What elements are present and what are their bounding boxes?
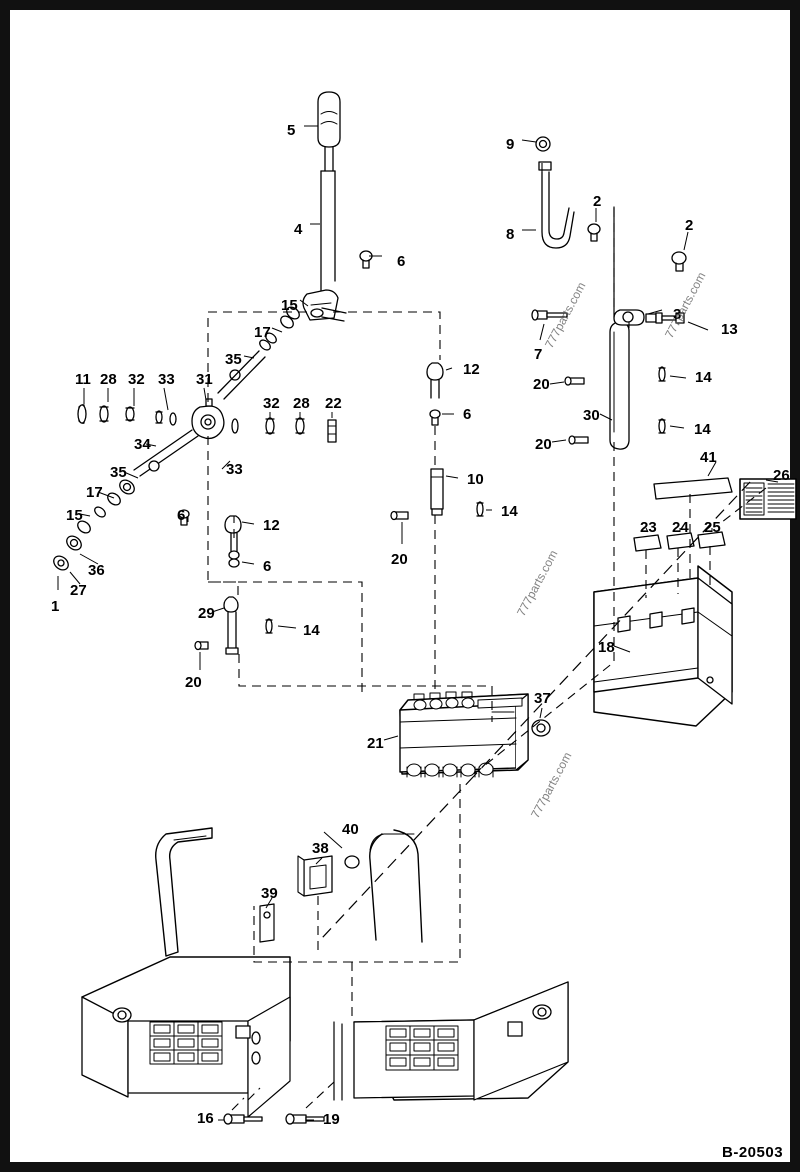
callout-14: 14: [695, 369, 712, 386]
diagram-canvas: 5 9 4 2 2 8 6 15 3 13 17 7 35 12 14 11 2…: [22, 22, 798, 1170]
callout-32b: 32: [263, 395, 280, 412]
callout-31: 31: [196, 371, 213, 388]
callout-15b: 15: [66, 507, 83, 524]
callout-13: 13: [721, 321, 738, 338]
callout-21: 21: [367, 735, 384, 752]
callout-38: 38: [312, 840, 329, 857]
diagram-artwork: [53, 91, 797, 1125]
callout-26: 26: [773, 467, 790, 484]
callout-6b: 6: [463, 406, 472, 423]
callout-36: 36: [88, 562, 105, 579]
callout-16: 16: [197, 1110, 214, 1127]
callout-32: 32: [128, 371, 145, 388]
callout-35: 35: [225, 351, 242, 368]
callout-28: 28: [100, 371, 117, 388]
callout-23: 23: [640, 519, 657, 536]
callout-18: 18: [598, 639, 615, 656]
callout-27: 27: [70, 582, 87, 599]
callout-20d: 20: [185, 674, 202, 691]
callout-17: 17: [254, 324, 271, 341]
callout-25: 25: [704, 519, 721, 536]
callout-12: 12: [463, 361, 480, 378]
drawing-number: B-20503: [722, 1144, 784, 1161]
callout-1: 1: [51, 598, 60, 615]
callout-37: 37: [534, 690, 551, 707]
callout-6: 6: [397, 253, 406, 270]
callout-41: 41: [700, 449, 717, 466]
callout-6d: 6: [263, 558, 272, 575]
callout-10: 10: [467, 471, 484, 488]
callout-40: 40: [342, 821, 359, 838]
callout-33b: 33: [226, 461, 243, 478]
callout-35b: 35: [110, 464, 127, 481]
callout-29: 29: [198, 605, 215, 622]
callout-14b: 14: [694, 421, 711, 438]
callout-2b: 2: [685, 217, 694, 234]
callout-19: 19: [323, 1111, 340, 1128]
callout-33: 33: [158, 371, 175, 388]
callout-6c: 6: [177, 507, 186, 524]
callout-12b: 12: [263, 517, 280, 534]
callout-9: 9: [506, 136, 515, 153]
callout-39: 39: [261, 885, 278, 902]
callout-30: 30: [583, 407, 600, 424]
callout-20c: 20: [391, 551, 408, 568]
callout-3: 3: [673, 306, 682, 323]
callout-20: 20: [533, 376, 550, 393]
callout-17b: 17: [86, 484, 103, 501]
callout-28b: 28: [293, 395, 310, 412]
callout-8: 8: [506, 226, 515, 243]
callout-20b: 20: [535, 436, 552, 453]
callout-22: 22: [325, 395, 342, 412]
callout-7: 7: [534, 346, 543, 363]
callout-14d: 14: [303, 622, 320, 639]
callout-4: 4: [294, 221, 303, 238]
callout-11: 11: [75, 371, 91, 388]
callout-5: 5: [287, 122, 296, 139]
callout-2: 2: [593, 193, 602, 210]
callout-14c: 14: [501, 503, 518, 520]
callout-24: 24: [672, 519, 689, 536]
callout-34: 34: [134, 436, 151, 453]
callout-15: 15: [281, 297, 298, 314]
